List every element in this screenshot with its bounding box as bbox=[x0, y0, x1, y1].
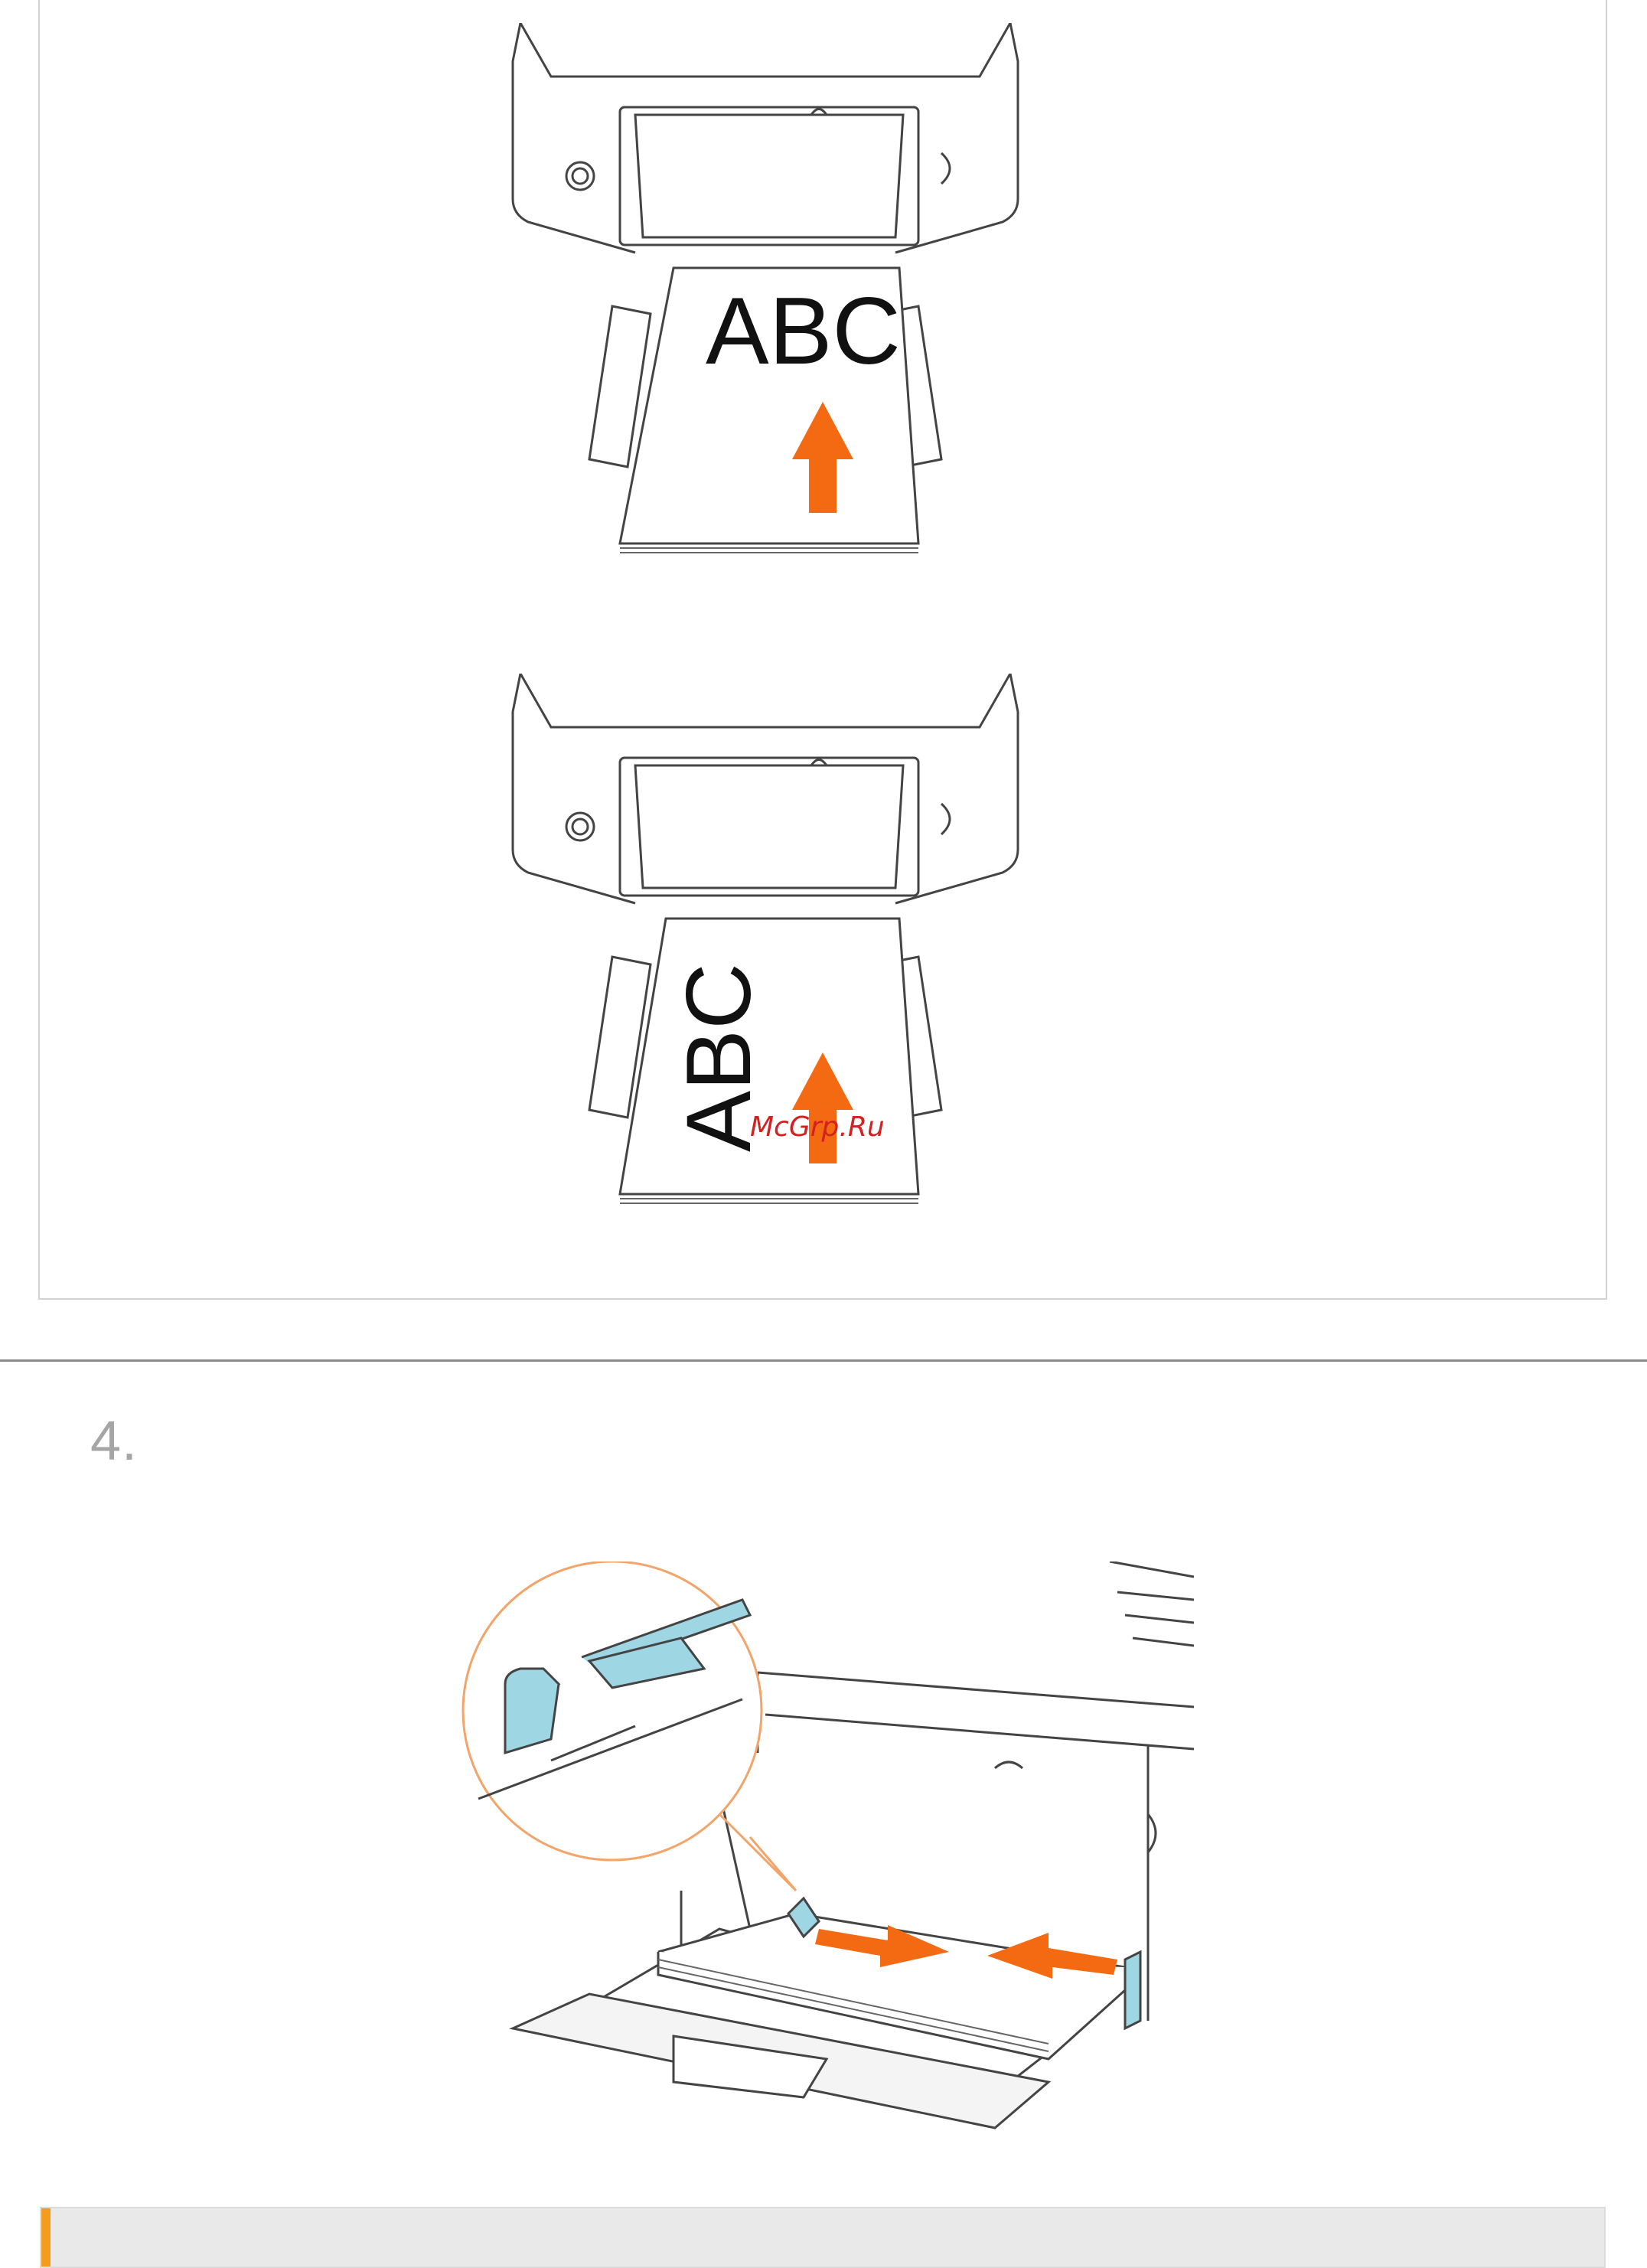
step-number: 4. bbox=[90, 1410, 138, 1473]
note-accent-bar bbox=[41, 2208, 51, 2266]
paper-text-portrait: ABC bbox=[706, 279, 901, 384]
section-divider bbox=[0, 1359, 1647, 1362]
watermark: McGrp.Ru bbox=[750, 1111, 885, 1143]
paper-guides-illustration bbox=[459, 1561, 1194, 2174]
note-box bbox=[40, 2207, 1606, 2268]
printer-illustration-portrait: ABC bbox=[505, 23, 1148, 559]
